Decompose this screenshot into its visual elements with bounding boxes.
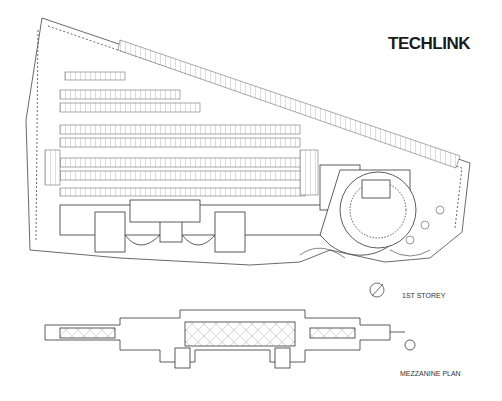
mezzanine bbox=[45, 310, 415, 368]
building bbox=[60, 165, 444, 258]
view-label: 1ST STOREY bbox=[402, 292, 445, 299]
site-outline bbox=[26, 18, 470, 265]
logo-title: TECHLINK bbox=[388, 34, 470, 54]
parking-rows bbox=[45, 72, 318, 196]
north-arrow bbox=[370, 283, 384, 297]
view-label: MEZZANINE PLAN bbox=[400, 370, 461, 377]
